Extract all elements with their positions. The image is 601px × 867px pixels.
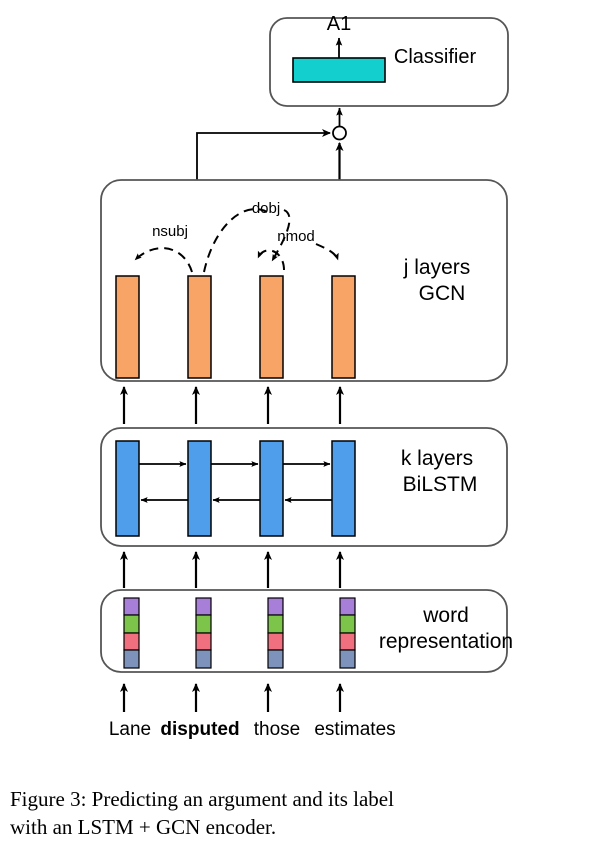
word-vector-3-segment-2 [267, 614, 284, 634]
bilstm-to-gcn-arrows [120, 386, 344, 424]
dep-arc-dobj-label: dobj [252, 200, 280, 217]
word-vector-1-segment-1 [123, 597, 140, 616]
classifier-panel-label: Classifier [394, 46, 477, 68]
figure-caption-line-1: Figure 3: Predicting an argument and its… [10, 787, 394, 811]
word-vector-2-segment-2 [195, 614, 212, 634]
word-representation-label-line2: representation [379, 630, 513, 653]
word-vector-2-segment-4 [195, 649, 212, 669]
gcn-node-1 [115, 275, 140, 379]
wordrep-to-bilstm-arrows [120, 551, 344, 588]
merge-circle[interactable] [332, 125, 347, 141]
word-vector-3-segment-1 [267, 597, 284, 616]
dep-arc-dobj-left [203, 208, 268, 273]
classifier-panel-frame [269, 17, 509, 107]
word-vector-4-segment-2 [339, 614, 356, 634]
input-token-1: Lane [109, 719, 151, 740]
dep-arc-nsubj-label: nsubj [152, 223, 188, 240]
gcn-node-4 [331, 275, 356, 379]
bilstm-cell-4 [331, 440, 356, 537]
bilstm-cell-3 [259, 440, 284, 537]
word-vector-1-segment-4 [123, 649, 140, 669]
bilstm-cell-1 [115, 440, 140, 537]
word-vector-stack-3 [267, 597, 284, 669]
merge-wiring [196, 107, 347, 180]
word-vector-3-segment-4 [267, 649, 284, 669]
word-vector-stack-2 [195, 597, 212, 669]
word-vector-3-segment-3 [267, 632, 284, 651]
dep-arc-nmod-label: nmod [277, 228, 315, 245]
word-vector-2-segment-3 [195, 632, 212, 651]
token-to-wordrep-arrows [120, 683, 344, 712]
dep-arc-dobj-right [271, 209, 291, 262]
bilstm-panel-label-line2: BiLSTM [403, 473, 478, 496]
bilstm-panel[interactable]: k layers BiLSTM [100, 427, 508, 547]
gcn-node-3 [259, 275, 284, 379]
input-token-2: disputed [160, 719, 239, 740]
classifier-output-label: A1 [327, 13, 351, 35]
input-token-row: Lane disputed those estimates [109, 719, 396, 740]
gcn-panel[interactable]: nsubj dobj nmod j layers GCN [100, 179, 508, 382]
input-token-4: estimates [314, 719, 395, 740]
figure-caption: Figure 3: Predicting an argument and its… [10, 786, 592, 841]
word-representation-label-line1: word [422, 604, 469, 627]
bilstm-cell-2 [187, 440, 212, 537]
gcn-panel-label-line2: GCN [419, 282, 466, 305]
gcn-panel-label-line1: j layers [403, 256, 471, 279]
word-vector-4-segment-4 [339, 649, 356, 669]
word-vector-1-segment-2 [123, 614, 140, 634]
gcn-node-2 [187, 275, 212, 379]
gcn-panel-frame [100, 179, 508, 382]
word-vector-stack-1 [123, 597, 140, 669]
bilstm-panel-label-line1: k layers [401, 447, 473, 470]
figure-caption-line-2: with an LSTM + GCN encoder. [10, 814, 277, 839]
word-representation-panel[interactable]: word representation [100, 589, 513, 673]
dep-arc-nmod-left [257, 249, 285, 271]
dep-arc-nsubj [134, 247, 193, 273]
word-vector-1-segment-3 [123, 632, 140, 651]
input-token-3: those [254, 719, 300, 740]
dep-arc-nmod-right [315, 243, 339, 261]
word-vector-2-segment-1 [195, 597, 212, 616]
classifier-panel[interactable]: A1 Classifier [269, 13, 509, 107]
word-vector-4-segment-1 [339, 597, 356, 616]
skip-connection-path [196, 129, 331, 180]
word-vector-stack-4 [339, 597, 356, 669]
word-vector-4-segment-3 [339, 632, 356, 651]
classifier-output-vector [292, 57, 386, 83]
